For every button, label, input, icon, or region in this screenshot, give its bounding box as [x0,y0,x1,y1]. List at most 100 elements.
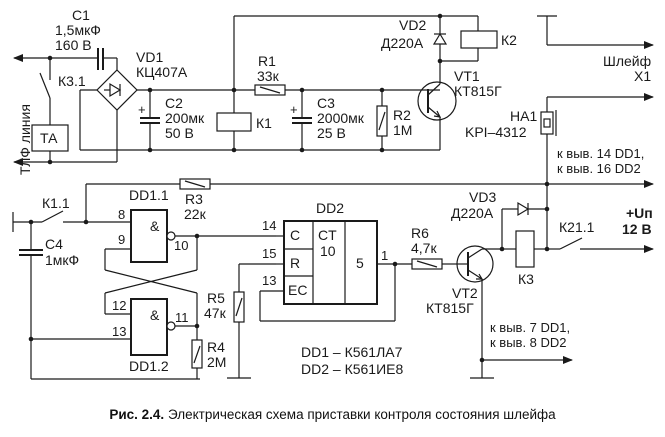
svg-text:R3: R3 [185,191,203,207]
svg-text:160 В: 160 В [55,37,92,53]
resistor-r2: R2 1М [376,87,412,153]
svg-text:9: 9 [118,232,125,247]
switch-k1-1: К1.1 [12,195,131,232]
svg-text:к выв. 16 DD2: к выв. 16 DD2 [557,161,641,176]
svg-text:ТА: ТА [40,130,58,146]
resistor-r3: R3 22к [85,178,654,222]
svg-text:C1: C1 [72,7,90,23]
svg-text:С4: С4 [45,236,63,252]
svg-text:КТ815Г: КТ815Г [454,83,502,99]
supply-input: +Uп 12 В [622,205,653,237]
svg-text:11: 11 [175,310,189,325]
svg-text:47к: 47к [204,305,227,321]
resistor-r5: R5 47к [204,263,276,379]
svg-text:R: R [290,255,300,271]
svg-text:2М: 2М [207,354,226,370]
svg-text:2000мк: 2000мк [317,110,365,126]
counter-ic-dd2: DD2 C R EC CT 10 5 14 15 13 1 [259,200,412,322]
svg-text:&: & [150,218,160,234]
svg-text:25 В: 25 В [317,125,346,141]
transistor-vt2: VT2 КТ815Г к выв. 7 DD1, к выв. 8 DD2 [426,245,573,379]
svg-text:15: 15 [262,246,276,261]
svg-text:10: 10 [320,243,336,259]
capacitor-c3: + С3 2000мк 25 В [290,87,365,153]
svg-text:к выв. 14 DD1,: к выв. 14 DD1, [557,146,644,161]
loop-label: Шлейф [603,53,651,69]
resistor-r4: R4 2М [191,326,226,379]
svg-text:C: C [290,227,300,243]
svg-text:КТ815Г: КТ815Г [426,300,474,316]
svg-text:к выв. 8 DD2: к выв. 8 DD2 [490,335,567,350]
switch-k21-1: К21.1 [547,219,654,253]
svg-text:К1: К1 [256,115,272,131]
svg-text:К2: К2 [501,32,517,48]
svg-text:+: + [138,102,146,117]
caption-text: Электрическая схема приставки контроля с… [164,407,556,422]
svg-text:1: 1 [381,248,388,263]
svg-text:Д220А: Д220А [451,205,494,221]
phone-line-input: ТЛФ линия [13,54,117,175]
svg-text:Д220А: Д220А [381,35,424,51]
svg-text:VD3: VD3 [469,189,496,205]
switch-k3-1: К3.1 [39,58,86,125]
svg-text:НА1: НА1 [510,108,537,124]
svg-text:DD1.1: DD1.1 [129,187,169,203]
svg-text:К1.1: К1.1 [42,195,70,211]
svg-text:VT2: VT2 [452,285,478,301]
capacitor-c4: С4 1мкФ [19,222,200,380]
buzzer-ha1: НА1 KPI–4312 к выв. 14 DD1, к выв. 16 DD… [465,97,644,187]
transistor-vt1: VT1 КТ815Г [417,13,502,150]
svg-text:К3: К3 [518,271,534,287]
svg-text:X1: X1 [634,68,651,84]
svg-text:К21.1: К21.1 [559,219,595,235]
svg-text:200мк: 200мк [165,110,205,126]
svg-text:33к: 33к [257,68,280,84]
svg-text:12 В: 12 В [622,221,652,237]
svg-text:&: & [150,307,160,323]
resistor-r1: R1 33к [254,53,286,96]
ic-legend: DD1 – К561ЛА7 DD2 – К561ИЕ8 [301,344,403,377]
svg-text:5: 5 [356,255,364,271]
relay-coil-k1: К1 [216,15,440,153]
svg-text:EC: EC [288,282,307,298]
diode-vd2: VD2 Д220А [381,17,448,51]
nand-gate-dd1-2: & DD1.2 12 13 11 [112,298,200,374]
svg-text:к выв. 7 DD1,: к выв. 7 DD1, [490,320,570,335]
svg-text:1,5мкФ: 1,5мкФ [55,22,101,38]
svg-text:+: + [290,102,298,117]
svg-text:R4: R4 [207,339,225,355]
capacitor-c1: C1 1,5мкФ 160 В [55,7,118,70]
svg-text:22к: 22к [184,206,207,222]
loop-output-x1: Шлейф X1 [537,15,654,101]
svg-text:50 В: 50 В [165,125,194,141]
svg-text:1мкФ: 1мкФ [45,252,79,268]
relay-coil-k2: К2 [440,15,517,62]
relay-coil-k3: К3 [502,184,550,287]
svg-text:1М: 1М [393,122,412,138]
cross-coupling-wires [104,236,198,326]
svg-text:С2: С2 [165,95,183,111]
svg-text:+Uп: +Uп [626,205,653,221]
svg-text:КЦ407А: КЦ407А [136,64,188,80]
svg-text:DD1 – К561ЛА7: DD1 – К561ЛА7 [301,344,403,360]
svg-text:К3.1: К3.1 [58,73,86,89]
svg-text:DD2 – К561ИЕ8: DD2 – К561ИЕ8 [301,361,403,377]
svg-text:4,7к: 4,7к [411,240,437,256]
diode-bridge-vd1: VD1 КЦ407А [79,49,440,162]
resistor-r6: R6 4,7к [411,225,458,270]
figure-number: Рис. 2.4. [109,407,165,422]
svg-text:R5: R5 [207,290,225,306]
svg-text:14: 14 [262,218,276,233]
svg-text:DD1.2: DD1.2 [129,358,169,374]
telephone-set-ta: ТА [31,124,69,162]
phone-line-label: ТЛФ линия [17,104,33,175]
svg-text:VD1: VD1 [136,49,163,65]
svg-text:VT1: VT1 [454,68,480,84]
svg-text:R1: R1 [258,53,276,69]
svg-text:С3: С3 [317,95,335,111]
svg-text:KPI–4312: KPI–4312 [465,124,527,140]
svg-text:13: 13 [112,324,126,339]
figure-caption: Рис. 2.4. Электрическая схема приставки … [0,407,665,422]
svg-text:CT: CT [318,227,337,243]
